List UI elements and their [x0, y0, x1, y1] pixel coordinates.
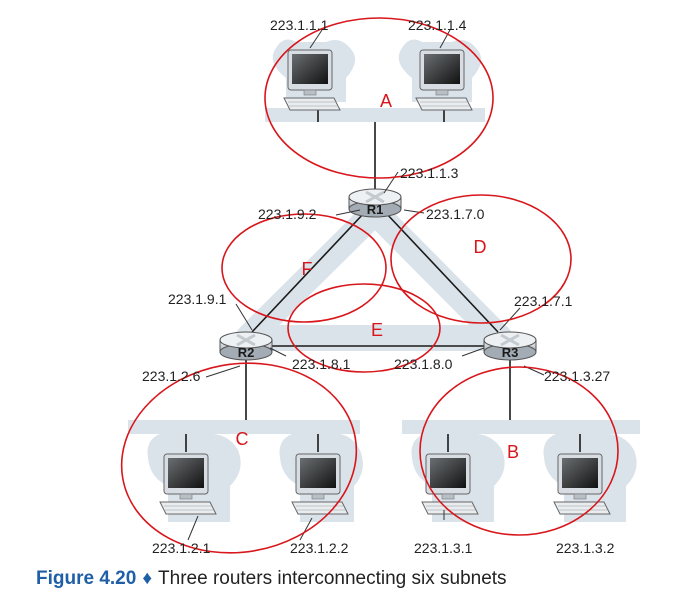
- subnet-ellipses: [120, 17, 619, 554]
- ip-address-label: 223.1.3.2: [556, 540, 615, 556]
- ip-address-label: 223.1.8.1: [292, 356, 351, 372]
- subnet-a-ellipse: [264, 17, 494, 179]
- computer-icon: [159, 453, 217, 515]
- router-r1-label: R1: [367, 202, 384, 217]
- subnet-f-ellipse: [221, 213, 387, 323]
- router-r1: R1: [347, 187, 403, 219]
- computer-icon: [421, 453, 479, 515]
- subnet-d-label: D: [474, 237, 487, 257]
- ip-address-label: 223.1.1.4: [408, 17, 467, 33]
- caption-separator: ♦: [142, 568, 153, 589]
- ip-address-label: 223.1.9.1: [168, 291, 227, 307]
- ip-address-label: 223.1.7.1: [514, 293, 573, 309]
- router-r2: R2: [218, 330, 274, 362]
- subnet-c-ellipse: [120, 362, 358, 554]
- ip-address-label: 223.1.9.2: [258, 206, 317, 222]
- subnet-e-ellipse: [287, 283, 441, 373]
- router-r2-label: R2: [238, 345, 255, 360]
- figure-caption: Figure 4.20♦Three routers interconnectin…: [36, 568, 507, 590]
- subnet-b-label: B: [507, 442, 519, 462]
- figure-title: Three routers interconnecting six subnet…: [158, 568, 507, 589]
- computer-icon: [291, 453, 349, 515]
- subnet-c-label: C: [236, 429, 249, 449]
- computer-icon: [415, 49, 473, 111]
- links: [185, 108, 581, 452]
- computer-icon: [553, 453, 611, 515]
- subnet-e-label: E: [371, 320, 383, 340]
- subnet-b-ellipse: [419, 366, 619, 536]
- ip-address-label: 223.1.3.1: [414, 540, 473, 556]
- router-r3: R3: [482, 330, 538, 362]
- router-triangle-cloud: [235, 199, 513, 351]
- ip-address-label: 223.1.2.6: [142, 368, 201, 384]
- router-r3-label: R3: [502, 345, 519, 360]
- figure-number: Figure 4.20: [36, 568, 137, 589]
- ip-address-label: 223.1.1.1: [270, 17, 329, 33]
- subnet-a-label: A: [380, 91, 392, 111]
- subnet-f-label: F: [302, 259, 313, 279]
- ip-address-label: 223.1.7.0: [426, 206, 485, 222]
- ip-address-label: 223.1.2.2: [290, 540, 349, 556]
- ip-address-label: 223.1.1.3: [400, 165, 459, 181]
- ip-address-label: 223.1.2.1: [152, 540, 211, 556]
- ip-address-label: 223.1.8.0: [394, 356, 453, 372]
- computer-icon: [283, 49, 341, 111]
- ip-address-label: 223.1.3.27: [544, 368, 610, 384]
- subnet-d-ellipse: [390, 194, 572, 324]
